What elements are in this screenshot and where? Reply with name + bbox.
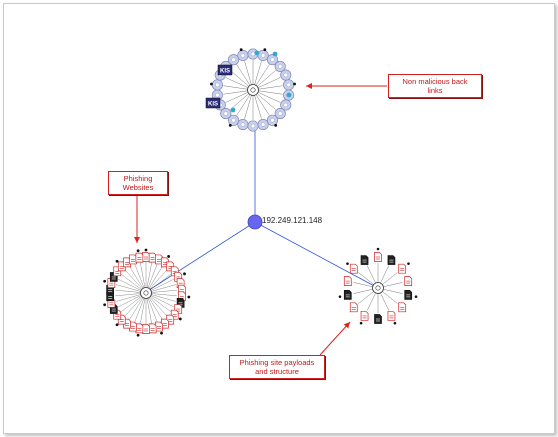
marker-dot bbox=[228, 123, 232, 127]
backlink-node-inner bbox=[215, 82, 220, 88]
backlinks-cluster: KIS KIS bbox=[205, 48, 296, 132]
callout-arrows bbox=[134, 83, 387, 356]
callout-payloads-line-1: Phishing site payloads bbox=[239, 358, 315, 367]
callout-backlinks-line-2: links bbox=[427, 86, 443, 95]
hub-node bbox=[247, 84, 259, 96]
backlink-node-inner bbox=[286, 82, 291, 88]
hub-node bbox=[140, 287, 152, 299]
marker-dot bbox=[414, 295, 418, 298]
marker-dot bbox=[115, 323, 119, 327]
marker-dot bbox=[178, 317, 182, 321]
main-edges bbox=[145, 126, 379, 293]
callout-payloads: Phishing site payloads and structure bbox=[229, 355, 325, 379]
edge-to-payloads bbox=[254, 221, 379, 289]
badge-node bbox=[205, 97, 221, 109]
marker-dot bbox=[103, 303, 107, 307]
marker-dot bbox=[136, 249, 140, 253]
marker-dot bbox=[346, 262, 349, 265]
edge-to-phishing-sites bbox=[145, 221, 256, 293]
hub-node-inner bbox=[143, 290, 149, 296]
marker-dot bbox=[183, 272, 186, 276]
backlink-node-inner bbox=[260, 53, 266, 58]
backlink-node-inner bbox=[260, 122, 266, 127]
marker-dot bbox=[338, 295, 342, 298]
backlink-node-inner bbox=[283, 72, 288, 78]
accent-dot bbox=[230, 107, 236, 113]
backlink-node-inner bbox=[231, 57, 236, 62]
ip-node[interactable] bbox=[247, 214, 263, 230]
marker-dot bbox=[167, 255, 171, 258]
callout-phishing-sites-line-1: Phishing bbox=[123, 174, 153, 183]
accent-dot bbox=[286, 92, 292, 98]
backlink-node-inner bbox=[283, 102, 288, 108]
hub-node bbox=[372, 282, 384, 294]
marker-dot bbox=[293, 82, 296, 86]
marker-dot bbox=[103, 279, 107, 283]
marker-dot bbox=[274, 123, 278, 127]
arrow-payloads bbox=[319, 321, 351, 356]
callout-backlinks-line-1: Non malicious back bbox=[402, 77, 468, 86]
backlink-node-inner bbox=[215, 92, 220, 98]
marker-dot bbox=[115, 259, 119, 263]
marker-dot bbox=[239, 48, 243, 52]
backlink-node-inner bbox=[240, 122, 246, 127]
marker-dot bbox=[144, 248, 148, 252]
badge-node bbox=[217, 64, 233, 76]
accent-dot bbox=[254, 50, 260, 56]
backlink-node-inner bbox=[278, 111, 283, 116]
backlink-node-inner bbox=[240, 53, 246, 58]
marker-dot bbox=[263, 48, 267, 52]
marker-dot bbox=[407, 262, 410, 265]
callout-phishing-sites-line-2: Websites bbox=[122, 183, 154, 192]
backlink-node-inner bbox=[231, 118, 236, 123]
ip-address-label: 192.249.121.148 bbox=[262, 216, 323, 225]
callout-phishing-sites: Phishing Websites bbox=[108, 171, 168, 195]
backlink-node-inner bbox=[278, 64, 283, 69]
backlink-node-inner bbox=[270, 57, 275, 62]
marker-dot bbox=[136, 333, 140, 337]
accent-dot bbox=[272, 51, 278, 57]
badge-label: KIS bbox=[208, 102, 218, 108]
backlink-node-inner bbox=[270, 118, 275, 123]
payloads-cluster bbox=[338, 247, 418, 325]
marker-dot bbox=[160, 331, 163, 335]
marker-dot bbox=[187, 295, 191, 299]
backlink-node-inner bbox=[223, 111, 228, 116]
callout-backlinks: Non malicious back links bbox=[388, 74, 482, 98]
hub-node-inner bbox=[250, 87, 256, 93]
marker-dot bbox=[393, 321, 397, 325]
phishing-sites-cluster bbox=[103, 248, 191, 337]
backlink-node-inner bbox=[250, 123, 256, 129]
badge-label: KIS bbox=[220, 69, 230, 75]
callout-payloads-line-2: and structure bbox=[255, 367, 299, 376]
hub-node-inner bbox=[375, 285, 381, 291]
backlink-node-inner bbox=[250, 51, 256, 57]
marker-dot bbox=[359, 321, 363, 325]
marker-dot bbox=[210, 82, 213, 86]
marker-dot bbox=[376, 247, 380, 251]
